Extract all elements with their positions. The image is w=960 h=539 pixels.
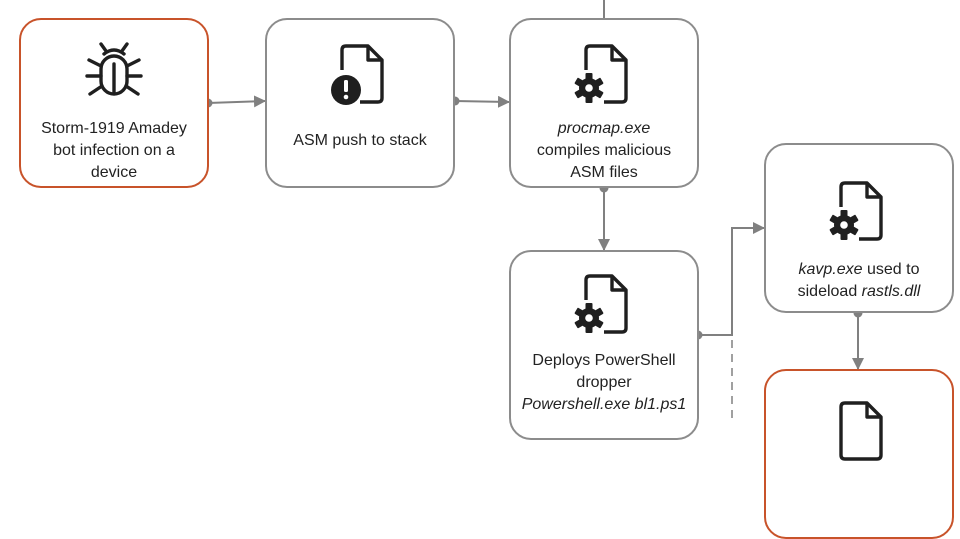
- node-asm-label-line1: ASM push to stack: [293, 132, 427, 149]
- node-procmap-label-line2: compiles malicious: [536, 142, 672, 159]
- node-procmap-label-line1: procmap.exe: [557, 120, 651, 137]
- connector-procmap-to-deploys: [598, 183, 610, 251]
- node-kavp-label-line1-rest: used to: [862, 261, 920, 278]
- connector-kavp-to-next: [852, 308, 864, 370]
- connector-deploys-to-kavp: [693, 222, 765, 340]
- file-gear-icon: [574, 274, 628, 334]
- bug-icon: [85, 42, 143, 96]
- node-kavp-label-exe: kavp.exe: [798, 261, 863, 278]
- node-amadey-label-line2: bot infection on a: [53, 142, 175, 159]
- node-procmap: procmap.exe compiles malicious ASM files: [509, 18, 699, 188]
- node-deploys-label-line3: Powershell.exe bl1.ps1: [521, 396, 687, 413]
- node-kavp-label-dll: rastls.dll: [861, 283, 921, 300]
- node-deploys-powershell: Deploys PowerShell dropper Powershell.ex…: [509, 250, 699, 440]
- file-icon: [839, 401, 883, 461]
- node-amadey-label: Storm-1919 Amadey bot infection on a dev…: [27, 118, 201, 184]
- node-procmap-label: procmap.exe compiles malicious ASM files: [517, 118, 691, 184]
- file-alert-icon: [331, 44, 384, 105]
- node-amadey-label-line1: Storm-1919 Amadey: [41, 120, 187, 137]
- connector-amadey-to-asm: [203, 95, 266, 108]
- node-kavp: kavp.exe used to sideload rastls.dll: [764, 143, 954, 313]
- node-asm-push: ASM push to stack: [265, 18, 455, 188]
- node-asm-label: ASM push to stack: [273, 130, 447, 152]
- node-amadey-infection: Storm-1919 Amadey bot infection on a dev…: [19, 18, 209, 188]
- node-next-step: [764, 369, 954, 539]
- node-kavp-label-line2-rest: sideload: [797, 283, 862, 300]
- node-deploys-label-line1: Deploys PowerShell: [532, 352, 676, 369]
- connector-asm-to-procmap: [450, 95, 510, 108]
- node-deploys-label-line2: dropper: [576, 374, 632, 391]
- file-gear-icon: [574, 44, 628, 104]
- node-deploys-label: Deploys PowerShell dropper Powershell.ex…: [517, 350, 691, 416]
- file-gear-icon: [829, 181, 883, 241]
- node-kavp-label: kavp.exe used to sideload rastls.dll: [772, 259, 946, 303]
- node-procmap-label-line3: ASM files: [570, 164, 638, 181]
- node-amadey-label-line3: device: [90, 164, 138, 181]
